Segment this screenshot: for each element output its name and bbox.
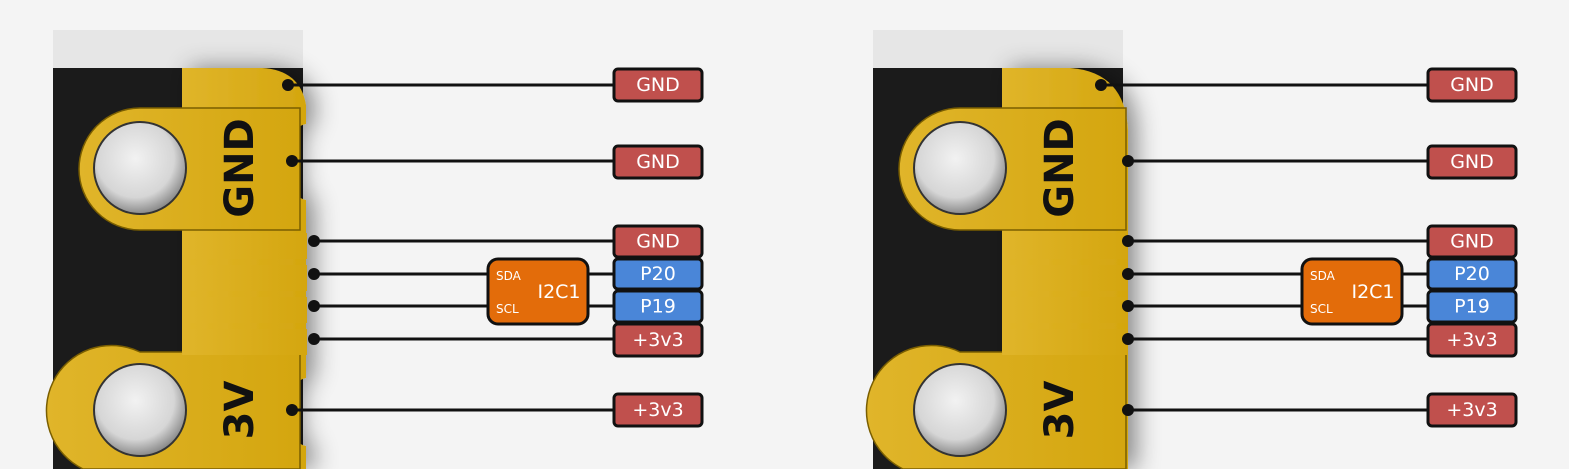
pin-label-text: GND <box>636 74 680 96</box>
wire-dot <box>1095 79 1107 91</box>
pin-label-text: +3v3 <box>632 329 683 351</box>
pin-label-text: +3v3 <box>1446 399 1497 421</box>
board: GND 3V <box>865 30 1128 469</box>
pin-label-p20 <box>1426 257 1518 291</box>
mounting-hole <box>913 121 1007 215</box>
wire-dot <box>308 268 320 280</box>
pin-label-text: P19 <box>640 296 676 318</box>
edge-pin-stripe <box>1002 297 1127 323</box>
mounting-hole <box>93 121 187 215</box>
i2c-block: SDA SCL I2C1 <box>1300 257 1404 326</box>
pin-label-text: P20 <box>640 263 676 285</box>
pin-label-3v3 <box>1426 392 1518 428</box>
pin-label-p19 <box>1426 289 1518 324</box>
i2c-title: I2C1 <box>1351 281 1394 303</box>
pin-label-p19 <box>612 289 704 324</box>
wire-dot <box>1122 300 1134 312</box>
wire-dot <box>286 155 298 167</box>
pin-label-gnd <box>612 144 704 180</box>
pin-label-text: GND <box>1450 74 1494 96</box>
pad-label: 3V <box>1037 381 1083 440</box>
pin-label-gnd <box>1426 224 1518 259</box>
wire-dot <box>282 79 294 91</box>
wire-dot <box>1122 235 1134 247</box>
mounting-hole <box>913 363 1007 457</box>
i2c-sda-label: SDA <box>1310 269 1336 283</box>
pin-label-gnd <box>1426 144 1518 180</box>
pin-label-text: P20 <box>1454 263 1490 285</box>
edge-pin-stripe <box>1002 233 1127 259</box>
pin-label-3v3 <box>612 322 704 358</box>
edge-pin-stripe <box>182 233 307 259</box>
edge-pin-stripe <box>1002 329 1127 355</box>
wire-dot <box>1122 404 1134 416</box>
wire-dot <box>1122 155 1134 167</box>
pin-label-text: GND <box>1450 231 1494 253</box>
pad-label: GND <box>217 118 263 218</box>
wire-dot <box>308 300 320 312</box>
pin-label-text: GND <box>1450 151 1494 173</box>
pin-label-text: +3v3 <box>632 399 683 421</box>
pin-label-text: GND <box>636 231 680 253</box>
i2c-scl-label: SCL <box>496 302 519 316</box>
edge-pin-stripe <box>1002 265 1127 291</box>
wire-dot <box>1122 268 1134 280</box>
edge-pin-stripe <box>182 297 307 323</box>
pin-label-gnd <box>612 224 704 259</box>
pin-label-text: GND <box>636 151 680 173</box>
pad-label: GND <box>1037 118 1083 218</box>
i2c-scl-label: SCL <box>1310 302 1333 316</box>
pin-label-3v3 <box>1426 322 1518 358</box>
pin-label-text: +3v3 <box>1446 329 1497 351</box>
edge-pin-stripe <box>182 329 307 355</box>
pin-label-gnd <box>612 67 704 103</box>
i2c-block: SDA SCL I2C1 <box>486 257 590 326</box>
wire-dot <box>308 235 320 247</box>
pin-label-gnd <box>1426 67 1518 103</box>
pin-label-text: P19 <box>1454 296 1490 318</box>
wire-dot <box>286 404 298 416</box>
i2c-title: I2C1 <box>537 281 580 303</box>
edge-pin-stripe <box>182 265 307 291</box>
board-top-shadow <box>873 30 1123 70</box>
wire-dot <box>1122 333 1134 345</box>
pin-label-p20 <box>612 257 704 291</box>
board-top-shadow <box>53 30 303 70</box>
wire-dot <box>308 333 320 345</box>
i2c-sda-label: SDA <box>496 269 522 283</box>
pin-label-3v3 <box>612 392 704 428</box>
pad-label: 3V <box>217 381 263 440</box>
mounting-hole <box>93 363 187 457</box>
board: GND 3V <box>45 30 307 469</box>
